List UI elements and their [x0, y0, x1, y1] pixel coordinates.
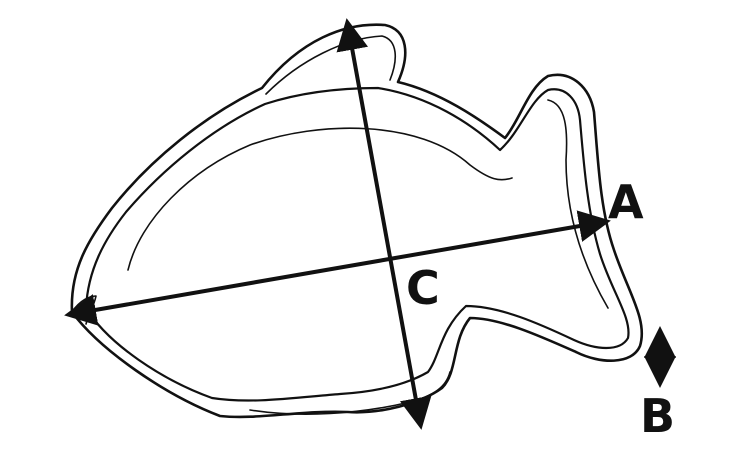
- dimension-arrow-a: [64, 210, 611, 326]
- body-inner-contour: [127, 127, 513, 271]
- dorsal-fin-detail: [265, 35, 397, 95]
- tail-inner-contour: [547, 99, 609, 309]
- dimension-arrow-c: [336, 18, 432, 430]
- label-a: A: [608, 175, 644, 229]
- label-b: B: [640, 389, 675, 443]
- label-c: C: [406, 261, 440, 315]
- fish-outline-inner: [84, 86, 630, 402]
